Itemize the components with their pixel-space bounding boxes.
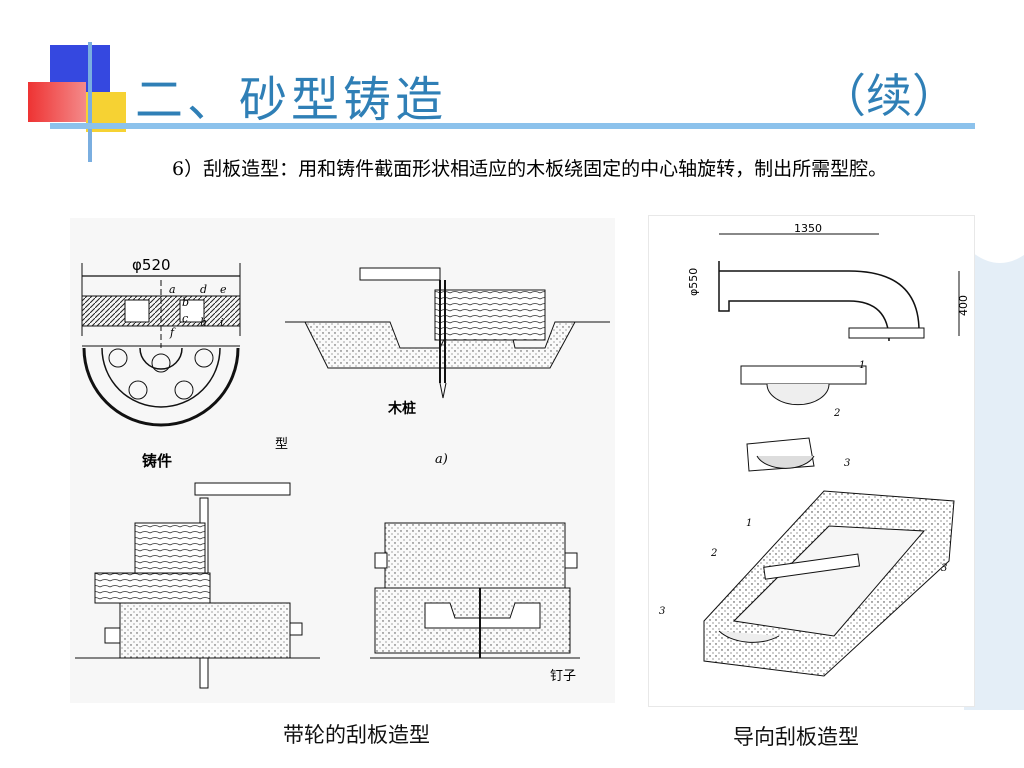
svg-text:i: i (220, 316, 224, 329)
sweep-step-c: 钉子 (370, 522, 580, 684)
subfigure-a-label: a) (435, 452, 448, 467)
caption-pulley-sweep: 带轮的刮板造型 (283, 723, 430, 747)
svg-text:2: 2 (833, 408, 840, 419)
svg-text:3: 3 (659, 606, 665, 617)
figure-guided-sweep-molding: 1350 φ550 400 1 2 3 1 2 (648, 215, 975, 707)
sweep-part-2: 3 (746, 437, 850, 472)
height-label: 400 (957, 295, 970, 316)
svg-text:2: 2 (710, 548, 717, 559)
pulley-drawing: φ520 a d e b c f h i 铸件 型 (75, 256, 610, 689)
sweep-part-1: 1 2 (740, 360, 867, 419)
svg-text:3: 3 (844, 458, 850, 469)
svg-text:b: b (182, 296, 189, 309)
svg-text:c: c (182, 312, 188, 325)
pulley-section-view: φ520 a d e b c f h i 铸件 型 (81, 256, 288, 470)
sweep-step-b (75, 482, 320, 689)
stray-label: 型 (275, 437, 288, 452)
sweep-step-a: 木桩 a) (285, 267, 610, 467)
svg-text:3: 3 (941, 563, 947, 574)
length-label: 1350 (794, 222, 822, 235)
title-underline (50, 123, 975, 129)
svg-text:1: 1 (859, 360, 865, 371)
diameter-label: φ520 (132, 256, 171, 274)
page-title: 二、砂型铸造 (135, 72, 448, 128)
svg-text:1: 1 (746, 518, 752, 529)
page-title-suffix: （续） (820, 69, 958, 123)
deco-vertical-line (88, 42, 92, 162)
body-paragraph: 6）刮板造型：用和铸件截面形状相适应的木板绕固定的中心轴旋转，制出所需型腔。 (172, 158, 888, 180)
svg-text:d: d (200, 283, 207, 296)
pipe-drawing: 1350 φ550 400 1 2 3 1 2 (659, 222, 970, 677)
casting-label: 铸件 (142, 452, 172, 470)
isometric-mold: 1 2 3 3 (659, 490, 955, 677)
svg-text:f: f (169, 326, 176, 339)
caption-guided-sweep: 导向刮板造型 (733, 725, 859, 749)
background-wave (964, 245, 1024, 710)
svg-text:e: e (220, 283, 227, 296)
diameter-label-right: φ550 (687, 268, 700, 296)
svg-text:h: h (200, 316, 207, 329)
nail-label: 钉子 (550, 669, 576, 684)
svg-text:a: a (169, 283, 176, 296)
deco-red-square (28, 82, 86, 122)
figure-pulley-sweep-molding: φ520 a d e b c f h i 铸件 型 (70, 218, 615, 703)
stake-label: 木桩 (387, 400, 416, 417)
pipe-elbow: 1350 φ550 400 (687, 222, 970, 342)
